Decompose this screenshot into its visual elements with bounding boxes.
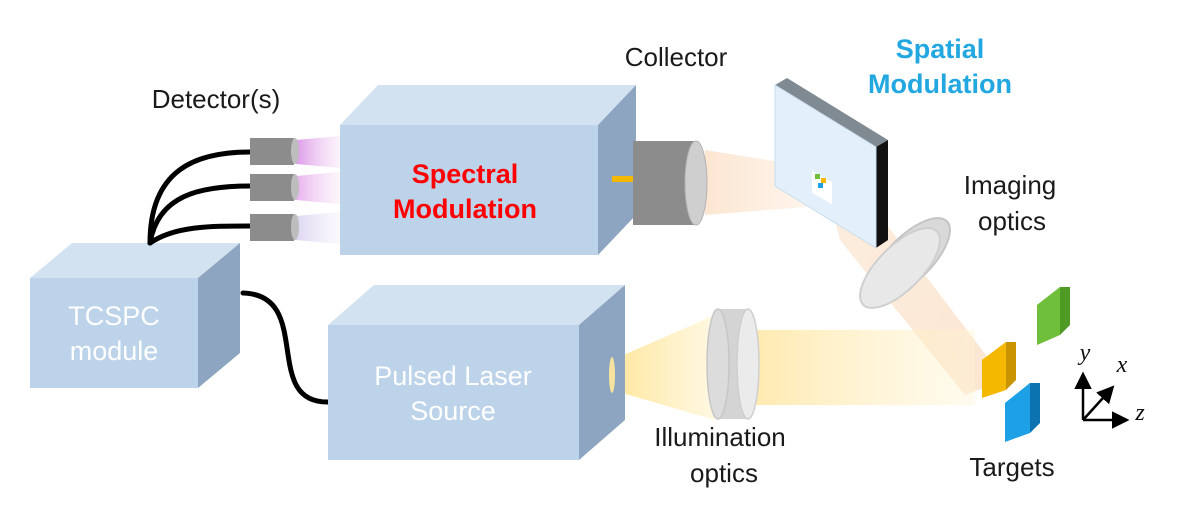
slm-side-edge — [876, 140, 888, 248]
targets — [982, 287, 1070, 442]
collector-fiber — [612, 176, 634, 182]
cable-detector-2 — [147, 183, 253, 246]
spatial-label-2: Modulation — [868, 69, 1012, 99]
spectral-top — [340, 85, 636, 125]
axis-x-arrow — [1082, 385, 1115, 421]
target-yellow — [982, 342, 1016, 398]
slm-top-edge — [775, 78, 888, 147]
laser-top — [328, 285, 625, 325]
collector-label: Collector — [625, 42, 728, 72]
tcspc-module: TCSPC module — [30, 243, 240, 388]
coordinate-axes — [1074, 371, 1130, 429]
spectral-front — [340, 125, 598, 255]
target-blue — [1005, 383, 1040, 442]
axis-y-label: y — [1078, 340, 1091, 366]
target-green — [1037, 287, 1070, 345]
imaging-lens — [859, 217, 951, 309]
axis-x-label: x — [1116, 352, 1128, 378]
cables — [147, 149, 333, 405]
detectors-label: Detector(s) — [152, 84, 281, 114]
pulsed-laser-box: Pulsed Laser Source — [328, 285, 625, 460]
cable-detector-3 — [147, 223, 253, 246]
collector — [612, 140, 708, 226]
axis-z-label: z — [1134, 400, 1145, 426]
tcspc-side — [198, 243, 240, 388]
cable-detector-1 — [147, 149, 253, 246]
tcspc-label-2: module — [70, 336, 159, 366]
slm-pixel-blue — [818, 183, 823, 188]
slm-pixel-green — [815, 174, 820, 179]
illumination-label-2: optics — [690, 458, 758, 488]
illumination-label-1: Illumination — [654, 422, 786, 452]
laser-side — [579, 285, 625, 460]
laser-aperture — [609, 357, 615, 393]
detector-3 — [250, 212, 340, 244]
laser-label-2: Source — [410, 396, 496, 426]
imaging-label-2: optics — [978, 206, 1046, 236]
spatial-modulator — [774, 78, 888, 249]
spectral-modulation-box: Spectral Modulation — [340, 85, 636, 255]
laser-front — [328, 325, 579, 460]
tcspc-front — [30, 278, 198, 388]
targets-label: Targets — [969, 452, 1054, 482]
laser-beam-cone — [612, 315, 715, 420]
collector-lens-face — [684, 140, 708, 226]
imaging-label-1: Imaging — [964, 170, 1057, 200]
cable-laser — [240, 290, 333, 405]
detector-2 — [250, 172, 340, 204]
detectors — [250, 136, 340, 244]
laser-beam — [745, 330, 975, 405]
tcspc-label-1: TCSPC — [68, 301, 160, 331]
detector-1 — [250, 136, 340, 168]
spectral-label-1: Spectral — [412, 159, 519, 189]
spectral-side — [598, 85, 636, 255]
spatial-label-1: Spatial — [896, 34, 985, 64]
laser-label-1: Pulsed Laser — [374, 361, 532, 391]
slm-face — [774, 84, 877, 249]
tcspc-top — [30, 243, 240, 278]
spectral-label-2: Modulation — [393, 194, 537, 224]
illumination-lens — [706, 308, 760, 420]
slm-pixel-yellow — [821, 178, 826, 183]
